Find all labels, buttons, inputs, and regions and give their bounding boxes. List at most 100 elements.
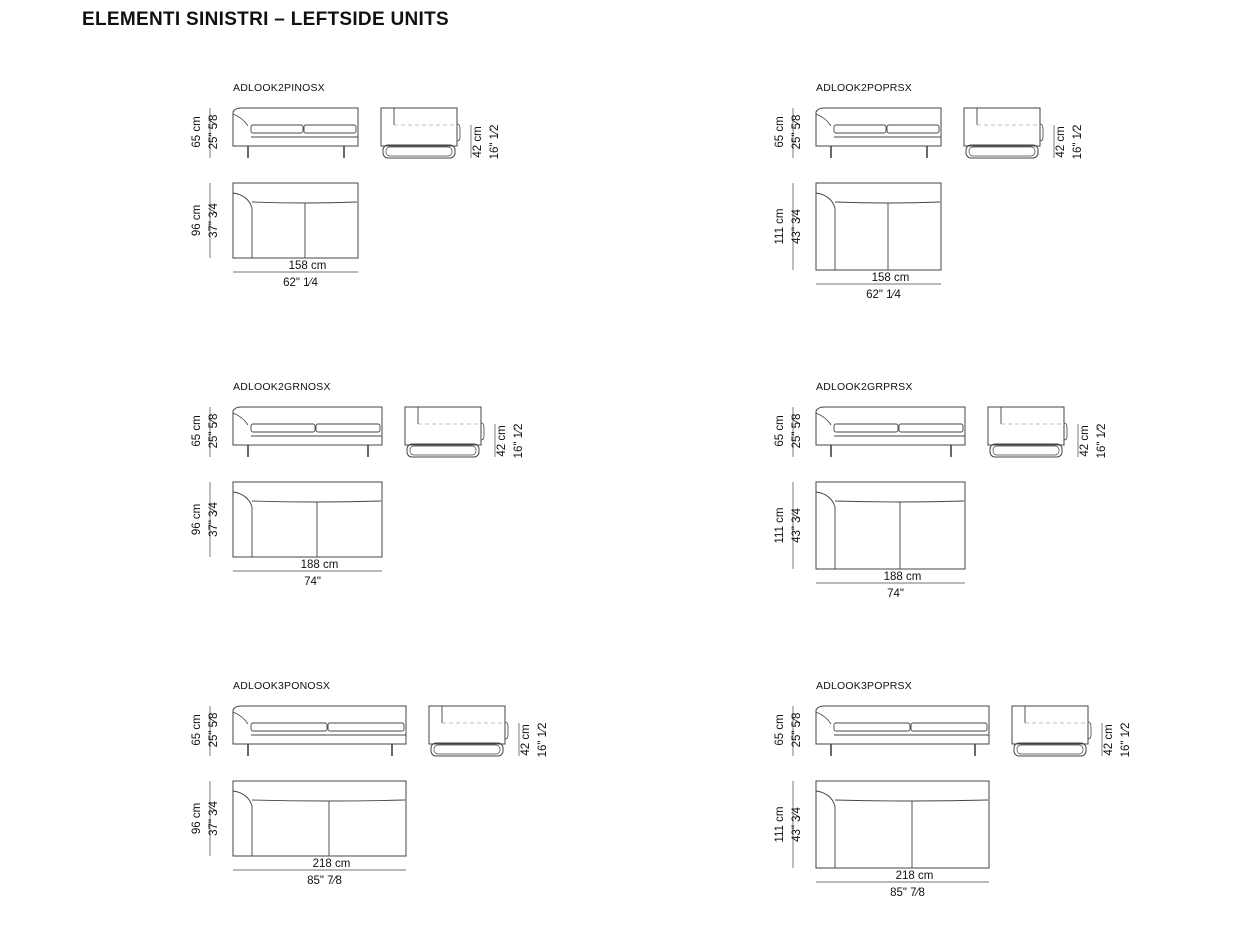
height-cm-label: 65 cm (191, 714, 203, 745)
width-cm-label: 218 cm (313, 858, 351, 870)
height-in-label: 25" 5⁄8 (208, 115, 220, 150)
front-view (815, 406, 966, 457)
side-view (1011, 705, 1092, 757)
sled-base (965, 144, 1039, 159)
unit-code: ADLOOK3POPRSX (816, 680, 912, 692)
sled-base-inner (433, 744, 501, 755)
armrest-curve (815, 412, 832, 426)
seat-height-cm-label: 42 cm (520, 724, 532, 755)
sofa-outline (815, 705, 990, 745)
armrest-curve (232, 113, 249, 127)
width-in-label: 74" (887, 588, 904, 600)
sofa-outline (815, 107, 942, 147)
top-view (815, 182, 942, 271)
seat-cushion (327, 722, 405, 732)
height-in-label: 25" 5⁄8 (791, 414, 803, 449)
height-in-label: 25" 5⁄8 (791, 713, 803, 748)
width-in-label: 85" 7⁄8 (890, 887, 925, 899)
top-armrest (232, 790, 253, 856)
unit-code: ADLOOK2GRPRSX (816, 381, 913, 393)
top-armrest (815, 192, 836, 270)
sofa-outline (815, 406, 966, 446)
side-outline (1011, 705, 1089, 745)
sofa-outline (232, 107, 359, 147)
sled-base-inner (968, 146, 1036, 157)
top-armrest (815, 790, 836, 868)
side-outline (987, 406, 1065, 446)
side-cushion-edge (1087, 721, 1092, 740)
width-in-label: 85" 7⁄8 (307, 875, 342, 887)
width-in-label: 62" 1⁄4 (866, 289, 901, 301)
armrest-curve (232, 711, 249, 725)
seat-cushion (886, 124, 940, 134)
width-cm-label: 188 cm (884, 571, 922, 583)
width-in-label: 74" (304, 576, 321, 588)
depth-cm-label: 96 cm (191, 205, 203, 236)
front-view (815, 107, 942, 158)
front-view (232, 107, 359, 158)
top-view (232, 481, 383, 558)
seat-cushion (250, 722, 328, 732)
height-in-label: 25" 5⁄8 (791, 115, 803, 150)
front-view (815, 705, 990, 756)
sled-base (406, 443, 480, 458)
height-cm-label: 65 cm (191, 116, 203, 147)
top-backrest-line (251, 500, 382, 503)
width-cm-label: 158 cm (872, 272, 910, 284)
sled-base (1013, 742, 1087, 757)
depth-cm-label: 111 cm (774, 208, 786, 244)
sled-base-inner (1016, 744, 1084, 755)
seat-height-cm-label: 42 cm (1103, 724, 1115, 755)
sled-base-inner (409, 445, 477, 456)
side-outline (380, 107, 458, 147)
unit-code: ADLOOK3PONOSX (233, 680, 331, 692)
depth-in-label: 43" 3⁄4 (791, 209, 803, 244)
depth-cm-label: 96 cm (191, 803, 203, 834)
top-backrest-line (834, 201, 941, 204)
sled-base (430, 742, 504, 757)
side-view (428, 705, 509, 757)
unit-code: ADLOOK2GRNOSX (233, 381, 331, 393)
width-cm-label: 218 cm (896, 870, 934, 882)
seat-height-in-label: 16" 1⁄2 (537, 723, 549, 758)
depth-cm-label: 111 cm (774, 806, 786, 842)
side-cushion-edge (1039, 123, 1044, 142)
side-cushion-edge (480, 422, 485, 441)
depth-in-label: 43" 3⁄4 (791, 508, 803, 543)
top-outline (815, 182, 942, 271)
side-outline (404, 406, 482, 446)
side-view (987, 406, 1068, 458)
sled-base (989, 443, 1063, 458)
armrest-curve (815, 113, 832, 127)
side-outline (963, 107, 1041, 147)
top-view (815, 780, 990, 869)
seat-cushion (250, 423, 316, 433)
top-outline (815, 481, 966, 570)
height-cm-label: 65 cm (774, 714, 786, 745)
depth-cm-label: 111 cm (774, 507, 786, 543)
width-cm-label: 158 cm (289, 260, 327, 272)
seat-height-cm-label: 42 cm (1079, 425, 1091, 456)
depth-in-label: 43" 3⁄4 (791, 807, 803, 842)
seat-height-in-label: 16" 1⁄2 (1096, 424, 1108, 459)
top-outline (232, 182, 359, 259)
depth-in-label: 37" 3⁄4 (208, 801, 220, 836)
sofa-outline (232, 406, 383, 446)
unit-code: ADLOOK2PINOSX (233, 82, 325, 94)
depth-in-label: 37" 3⁄4 (208, 502, 220, 537)
depth-cm-label: 96 cm (191, 504, 203, 535)
seat-height-in-label: 16" 1⁄2 (489, 125, 501, 160)
top-outline (815, 780, 990, 869)
height-cm-label: 65 cm (774, 415, 786, 446)
seat-cushion (833, 124, 887, 134)
top-backrest-line (834, 799, 989, 802)
height-cm-label: 65 cm (774, 116, 786, 147)
seat-cushion (833, 722, 911, 732)
side-cushion-edge (504, 721, 509, 740)
side-view (404, 406, 485, 458)
